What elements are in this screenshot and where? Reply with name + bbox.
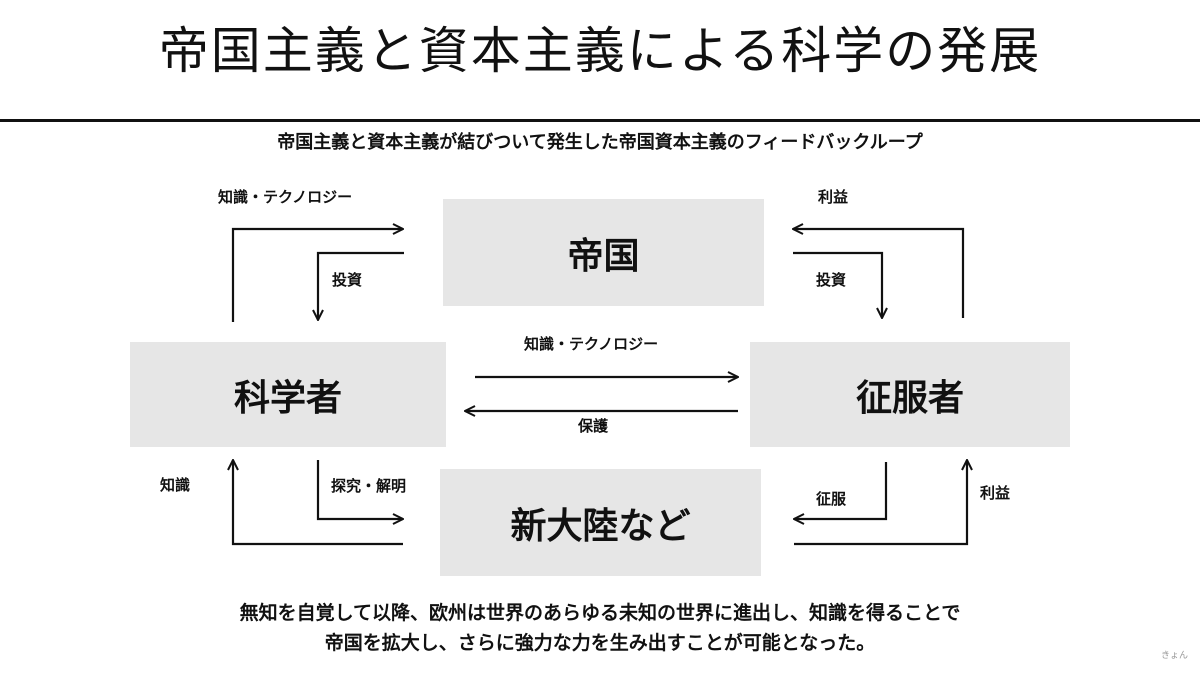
arrow-newworld-to-scientist bbox=[233, 460, 403, 546]
author-credit: きょん bbox=[1160, 651, 1188, 661]
edge-label-investment: 投資 bbox=[332, 271, 363, 289]
title-divider bbox=[0, 119, 1200, 122]
edge-label-profit: 利益 bbox=[818, 188, 849, 206]
arrow-empire-to-conqueror bbox=[793, 251, 882, 318]
page-title: 帝国主義と資本主義による科学の発展 bbox=[158, 22, 1042, 80]
edge-label-knowledge-technology: 知識・テクノロジー bbox=[218, 188, 353, 206]
edge-label-profit: 利益 bbox=[980, 484, 1011, 502]
node-new-world-label: 新大陸など bbox=[510, 505, 691, 547]
conclusion-line-1: 無知を自覚して以降、欧州は世界のあらゆる未知の世界に進出し、知識を得ることで bbox=[239, 602, 961, 624]
conclusion-text: 無知を自覚して以降、欧州は世界のあらゆる未知の世界に進出し、知識を得ることで 帝… bbox=[0, 598, 1200, 658]
arrow-scientist-to-empire bbox=[231, 229, 403, 322]
diagram-subtitle: 帝国主義と資本主義が結びついて発生した帝国資本主義のフィードバックループ bbox=[277, 132, 923, 153]
node-empire: 帝国 bbox=[443, 199, 764, 306]
edge-label-knowledge-technology: 知識・テクノロジー bbox=[524, 335, 659, 353]
edge-label-knowledge: 知識 bbox=[160, 476, 191, 494]
node-conqueror-label: 征服者 bbox=[855, 377, 964, 419]
conclusion-line-2: 帝国を拡大し、さらに強力な力を生み出すことが可能となった。 bbox=[324, 632, 876, 654]
edge-label-conquest: 征服 bbox=[816, 490, 847, 508]
edge-label-protection: 保護 bbox=[578, 417, 609, 435]
arrow-conqueror-to-newworld bbox=[794, 462, 888, 519]
node-empire-label: 帝国 bbox=[567, 235, 640, 277]
node-scientist: 科学者 bbox=[130, 342, 446, 447]
node-new-world: 新大陸など bbox=[440, 469, 761, 576]
node-conqueror: 征服者 bbox=[750, 342, 1070, 447]
node-scientist-label: 科学者 bbox=[233, 377, 342, 419]
arrow-newworld-to-conqueror bbox=[794, 460, 967, 546]
arrow-empire-to-scientist bbox=[318, 251, 404, 320]
edge-label-investment: 投資 bbox=[816, 271, 847, 289]
arrow-conqueror-to-empire bbox=[793, 229, 965, 318]
arrow-scientist-to-newworld bbox=[316, 460, 403, 519]
edge-label-exploration: 探究・解明 bbox=[331, 477, 407, 495]
